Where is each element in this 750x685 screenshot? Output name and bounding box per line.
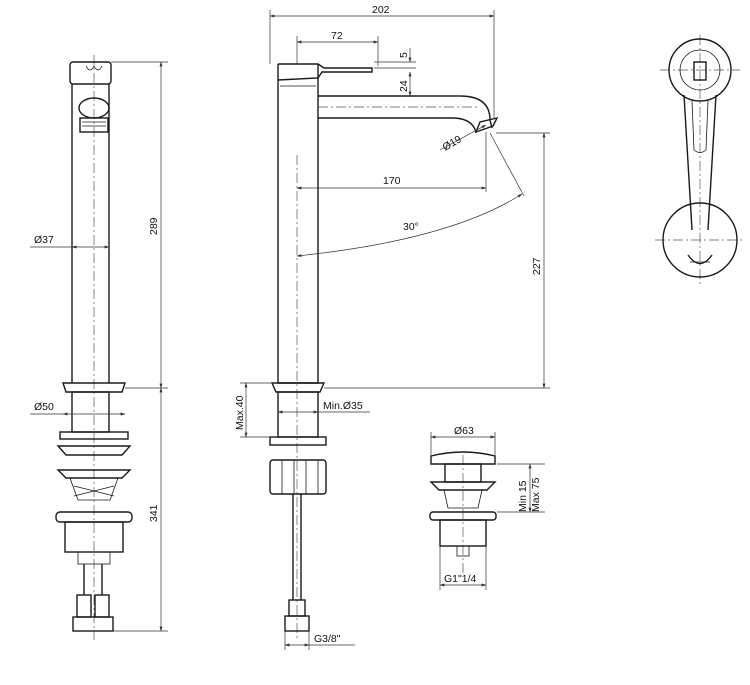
dim-waste-min: Min 15 (517, 480, 529, 512)
front-hose-nut-left (76, 594, 92, 618)
side-hose-fitting (284, 615, 310, 632)
top-lever-handle (693, 61, 707, 81)
waste-cap (430, 451, 496, 465)
side-view: 202 72 5 24 Ø19 170 30° 227 (234, 4, 550, 650)
side-spout-bottom (318, 117, 477, 133)
dim-base-diameter: Ø50 (34, 401, 54, 413)
dim-max-deck: Max.40 (234, 395, 246, 430)
bracket-line (73, 485, 115, 497)
top-lever-circle (668, 38, 732, 102)
waste-outlet (456, 545, 470, 557)
dim-lever-height: 24 (398, 80, 410, 92)
side-spout-top (318, 95, 493, 129)
dim-waste-diameter: Ø63 (454, 425, 474, 437)
front-hose-connector (77, 551, 111, 565)
front-aerator (79, 117, 109, 133)
dim-rotation-angle: 30° (403, 221, 419, 233)
dim-min-hole: Min.Ø35 (323, 400, 363, 412)
side-base-flange (270, 382, 326, 393)
front-washer-2 (56, 445, 132, 456)
dim-waste-max: Max 75 (530, 477, 542, 512)
side-lever (277, 63, 373, 81)
front-view: Ø37 Ø50 289 341 (30, 55, 168, 640)
front-shank (71, 391, 110, 433)
front-washer-1 (59, 431, 129, 440)
front-washer-3 (56, 469, 132, 479)
front-body-cap (69, 61, 112, 85)
waste-view: Ø63 Min 15 Max 75 G1"1/4 (429, 425, 545, 590)
side-shank (277, 391, 319, 438)
side-body (277, 64, 319, 384)
dim-waste-thread: G1"1/4 (444, 573, 476, 585)
top-view (655, 35, 745, 285)
front-hose-fitting (72, 616, 114, 632)
top-base-circle (662, 202, 738, 278)
waste-body-upper (443, 489, 483, 509)
dim-body-diameter: Ø37 (34, 234, 54, 246)
lever-top-mark (85, 65, 103, 71)
dim-total-below: 341 (148, 504, 160, 522)
dim-overall-width: 202 (372, 4, 390, 16)
dim-leader (439, 124, 487, 151)
dim-spout-length: 170 (383, 175, 401, 187)
dim-outlet-diameter: Ø19 (441, 133, 464, 153)
dim-hose-thread: G3/8" (314, 633, 341, 645)
top-spout-slot (691, 99, 709, 153)
dim-body-height: 289 (148, 217, 160, 235)
top-aerator-outline (687, 254, 713, 265)
top-spout-body (683, 94, 717, 231)
side-aerator (474, 116, 499, 134)
dim-spout-reach-top: 72 (331, 30, 343, 42)
dim-lever-offset: 5 (398, 52, 410, 58)
top-lever-inner (679, 49, 721, 91)
front-base-flange (62, 382, 126, 393)
waste-flange (429, 481, 497, 491)
dim-spout-height: 227 (531, 257, 543, 275)
dim-ext (489, 132, 525, 197)
side-nut (269, 459, 327, 495)
dim-arc (296, 193, 523, 258)
front-fixing-bracket (69, 477, 119, 501)
side-washer (269, 436, 327, 446)
front-hose-nut-right (94, 594, 110, 618)
